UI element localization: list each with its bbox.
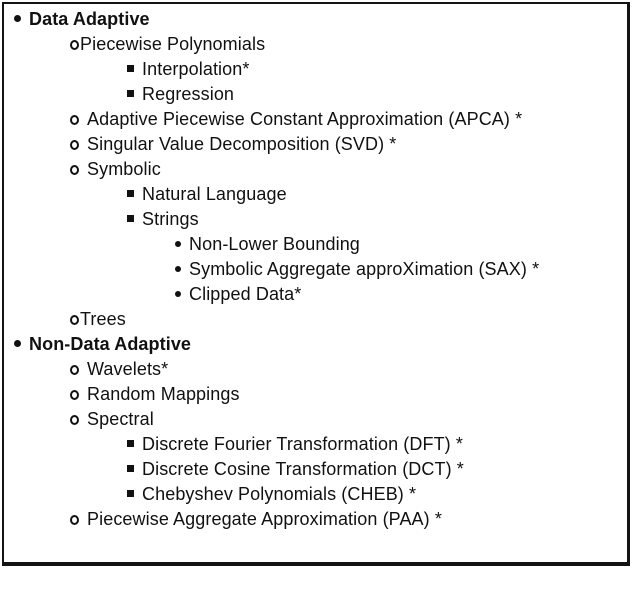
- disc-bullet-icon: [175, 241, 181, 247]
- list-item: Strings: [4, 207, 627, 232]
- list-item: Piecewise Aggregate Approximation (PAA) …: [4, 507, 627, 532]
- list-item: Data Adaptive: [4, 7, 627, 32]
- list-item-label: Adaptive Piecewise Constant Approximatio…: [87, 109, 523, 129]
- list-item-label: Interpolation*: [142, 59, 250, 79]
- circle-bullet-icon: [70, 165, 79, 175]
- disc-bullet-icon: [14, 15, 21, 22]
- list-item-label: Singular Value Decomposition (SVD) *: [87, 134, 397, 154]
- list-item-label: Piecewise Polynomials: [80, 34, 266, 54]
- list-item-label: Clipped Data*: [189, 284, 302, 304]
- list-item-label: Non-Data Adaptive: [29, 334, 192, 354]
- list-item-label: Discrete Fourier Transformation (DFT) *: [142, 434, 463, 454]
- list-item-label: Piecewise Aggregate Approximation (PAA) …: [87, 509, 442, 529]
- list-item-label: Strings: [142, 209, 199, 229]
- square-bullet-icon: [127, 440, 134, 447]
- list-item: Piecewise Polynomials: [4, 32, 627, 57]
- list-item: Symbolic Aggregate approXimation (SAX) *: [4, 257, 627, 282]
- list-item: Regression: [4, 82, 627, 107]
- list-item: Natural Language: [4, 182, 627, 207]
- list-item: Discrete Fourier Transformation (DFT) *: [4, 432, 627, 457]
- list-item-label: Symbolic: [87, 159, 161, 179]
- disc-bullet-icon: [175, 291, 181, 297]
- circle-bullet-icon: [70, 115, 79, 125]
- circle-bullet-icon: [70, 140, 79, 150]
- list-item: Singular Value Decomposition (SVD) *: [4, 132, 627, 157]
- list-item: Clipped Data*: [4, 282, 627, 307]
- list-item-label: Spectral: [87, 409, 154, 429]
- list-item-label: Regression: [142, 84, 235, 104]
- list-item: Chebyshev Polynomials (CHEB) *: [4, 482, 627, 507]
- list-item: Symbolic: [4, 157, 627, 182]
- circle-bullet-icon: [70, 415, 79, 425]
- list-item: Interpolation*: [4, 57, 627, 82]
- square-bullet-icon: [127, 215, 134, 222]
- disc-bullet-icon: [14, 340, 21, 347]
- square-bullet-icon: [127, 65, 134, 72]
- list-item-label: Chebyshev Polynomials (CHEB) *: [142, 484, 417, 504]
- list-item-label: Discrete Cosine Transformation (DCT) *: [142, 459, 464, 479]
- list-item: Random Mappings: [4, 382, 627, 407]
- square-bullet-icon: [127, 90, 134, 97]
- list-item-label: Trees: [80, 309, 126, 329]
- list-item-label: Data Adaptive: [29, 9, 150, 29]
- disc-bullet-icon: [175, 266, 181, 272]
- square-bullet-icon: [127, 190, 134, 197]
- circle-bullet-icon: [70, 365, 79, 375]
- list-item: Wavelets*: [4, 357, 627, 382]
- list-item: Discrete Cosine Transformation (DCT) *: [4, 457, 627, 482]
- circle-bullet-icon: [70, 315, 79, 325]
- circle-bullet-icon: [70, 390, 79, 400]
- square-bullet-icon: [127, 490, 134, 497]
- circle-bullet-icon: [70, 40, 79, 50]
- list-item: Adaptive Piecewise Constant Approximatio…: [4, 107, 627, 132]
- list-item: Trees: [4, 307, 627, 332]
- list-item-label: Natural Language: [142, 184, 287, 204]
- list-item: Non-Lower Bounding: [4, 232, 627, 257]
- list-item-label: Non-Lower Bounding: [189, 234, 360, 254]
- list-item: Non-Data Adaptive: [4, 332, 627, 357]
- list-item-label: Symbolic Aggregate approXimation (SAX) *: [189, 259, 540, 279]
- list-item-label: Random Mappings: [87, 384, 240, 404]
- list-item: Spectral: [4, 407, 627, 432]
- circle-bullet-icon: [70, 515, 79, 525]
- square-bullet-icon: [127, 465, 134, 472]
- list-item-label: Wavelets*: [87, 359, 169, 379]
